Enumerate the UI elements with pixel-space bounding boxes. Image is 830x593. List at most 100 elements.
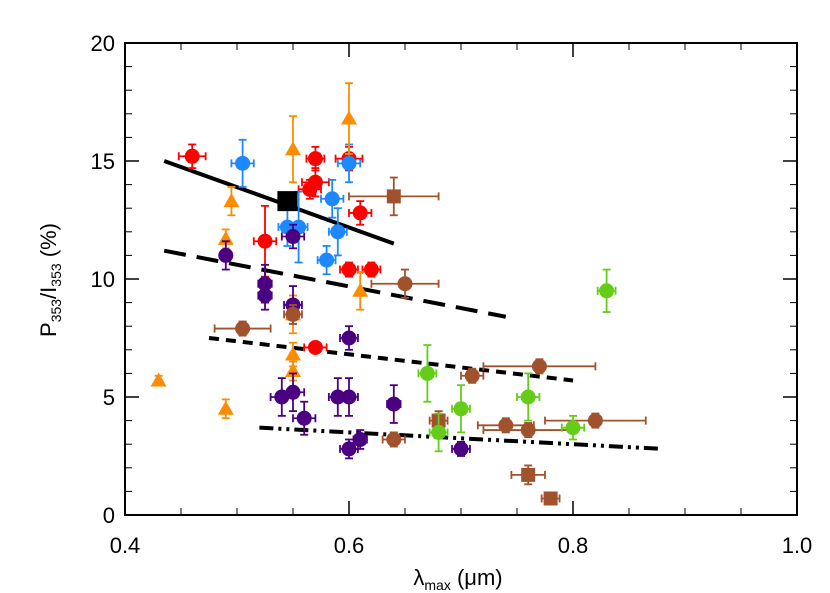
circle-marker: [285, 306, 301, 322]
data-point: [339, 377, 359, 417]
circle-marker: [330, 389, 346, 405]
data-point: [451, 440, 471, 457]
circle-marker: [341, 330, 357, 346]
circle-marker: [419, 365, 435, 381]
data-point: [352, 271, 369, 311]
y-axis-title-p: P: [36, 322, 61, 337]
circle-marker: [531, 358, 547, 374]
circle-marker: [397, 276, 413, 292]
data-point: [283, 304, 303, 325]
data-point: [348, 200, 373, 226]
circle-marker: [235, 155, 251, 171]
data-point: [177, 143, 207, 169]
data-point: [285, 115, 301, 184]
circle-marker: [453, 441, 469, 457]
data-point: [361, 261, 382, 278]
triangle-marker: [341, 110, 357, 125]
data-point: [451, 384, 471, 434]
triangle-marker: [150, 372, 167, 387]
square-marker: [521, 467, 536, 482]
circle-marker: [274, 389, 290, 405]
square-marker: [543, 491, 558, 506]
x-tick-label: 0.4: [110, 533, 141, 558]
y-tick-label: 0: [103, 503, 115, 528]
circle-marker: [599, 283, 615, 299]
data-point: [339, 325, 359, 351]
data-point: [303, 339, 328, 355]
data-point: [292, 400, 317, 436]
x-tick-label: 1.0: [782, 533, 813, 558]
data-point: [417, 344, 438, 403]
circle-marker: [324, 191, 340, 207]
y-tick-label: 10: [91, 267, 115, 292]
data-point: [544, 412, 647, 429]
x-axis-title-rest: (μm): [451, 565, 503, 590]
data-point: [516, 372, 541, 422]
y-axis-title-i-sub: 353: [48, 263, 64, 287]
circle-marker: [431, 424, 447, 440]
circle-marker: [565, 420, 581, 436]
circle-marker: [235, 321, 251, 337]
circle-marker: [184, 148, 200, 164]
circle-marker: [341, 262, 357, 278]
trend-line-dash-dot-dot: [259, 425, 663, 451]
data-point: [280, 223, 306, 250]
data-point: [386, 384, 402, 424]
triangle-marker: [217, 400, 234, 415]
circle-marker: [453, 401, 469, 417]
circle-marker: [341, 441, 357, 457]
data-point: [428, 412, 449, 453]
circle-marker: [498, 417, 514, 433]
data-point: [370, 268, 440, 299]
circle-marker: [464, 368, 480, 384]
data-point: [560, 414, 586, 441]
circle-marker: [352, 205, 368, 221]
x-axis-title-main: λ: [413, 565, 424, 590]
data-point: [482, 358, 597, 375]
circle-marker: [296, 410, 312, 426]
data-point: [305, 145, 326, 172]
circle-marker: [330, 224, 346, 240]
circle-marker: [341, 389, 357, 405]
square-marker: [386, 189, 401, 204]
circle-marker: [386, 396, 402, 412]
trend-line-short-dash: [208, 336, 574, 383]
data-point: [277, 191, 298, 212]
y-tick-label: 5: [103, 385, 115, 410]
data-point: [339, 438, 359, 460]
data-point: [297, 178, 322, 200]
y-axis-title: P353/I353 (%): [36, 223, 64, 337]
circle-marker: [257, 233, 273, 249]
data-point: [352, 429, 368, 450]
circle-marker: [520, 389, 536, 405]
data-point: [341, 82, 357, 155]
circle-marker: [341, 155, 357, 171]
data-point: [339, 261, 359, 278]
data-point: [217, 398, 234, 420]
data-point: [316, 245, 337, 276]
circle-marker: [352, 431, 368, 447]
circle-marker: [302, 181, 318, 197]
triangle-marker: [285, 141, 301, 156]
triangle-marker: [285, 346, 301, 361]
data-point: [218, 240, 234, 271]
data-point: [510, 464, 546, 486]
y-axis-title-slash: /I: [36, 287, 61, 299]
y-tick-label: 15: [91, 149, 115, 174]
circle-marker: [257, 288, 273, 304]
square-marker: [277, 191, 298, 212]
circle-marker: [307, 339, 323, 355]
y-tick-label: 20: [91, 31, 115, 56]
circle-marker: [285, 384, 301, 400]
data-point: [540, 491, 561, 506]
data-point: [596, 268, 617, 313]
triangle-marker: [352, 282, 369, 297]
data-point: [320, 178, 345, 219]
data-point: [213, 320, 272, 337]
circle-marker: [319, 252, 335, 268]
data-point: [230, 138, 255, 188]
x-tick-label: 0.6: [334, 533, 365, 558]
data-point: [280, 372, 306, 413]
